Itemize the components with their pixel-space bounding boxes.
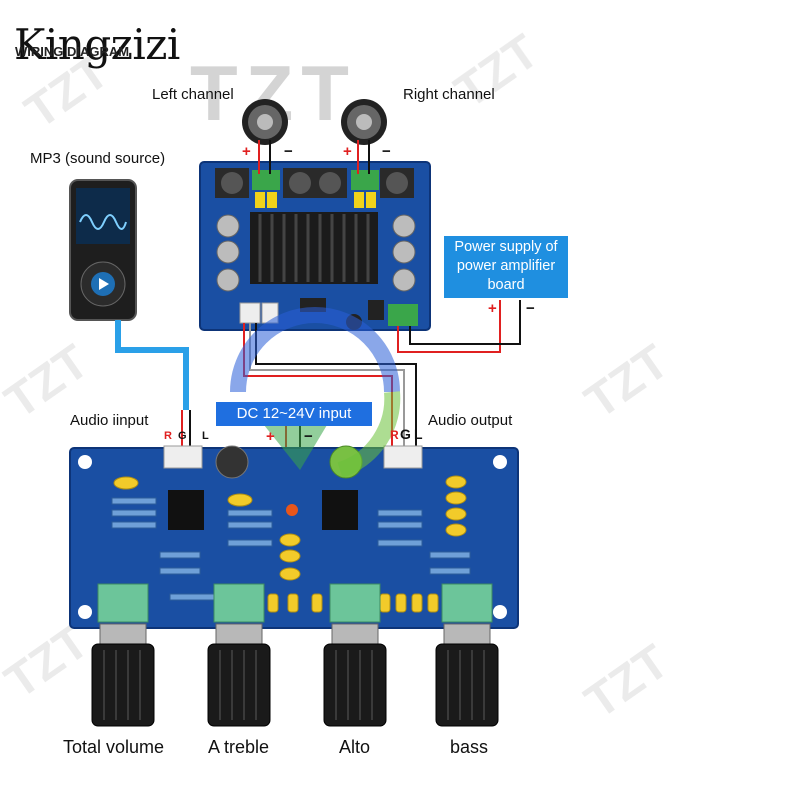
right-minus-sign: −	[382, 143, 391, 160]
knob-label-alto: Alto	[339, 737, 371, 757]
capacitor-group	[216, 214, 416, 292]
left-speaker-terminal	[252, 170, 280, 190]
inductor-group	[215, 168, 414, 198]
bass-potentiometer	[441, 583, 493, 623]
alto-potentiometer	[329, 583, 381, 623]
input-connector	[163, 445, 203, 469]
alto-knob[interactable]	[323, 643, 387, 727]
dc-input-box: DC 12~24V input	[216, 402, 372, 426]
heatsink	[250, 212, 378, 284]
knob-label-volume: Total volume	[63, 737, 165, 757]
treble-knob[interactable]	[207, 643, 271, 727]
left-speaker	[242, 99, 288, 145]
ic-chip	[168, 490, 204, 530]
power-supply-box: Power supply of power amplifier board	[444, 236, 568, 298]
mp3-player	[69, 179, 137, 321]
volume-potentiometer	[97, 583, 149, 623]
logo-watermark	[230, 307, 401, 478]
knob-label-treble: A treble	[208, 737, 270, 757]
bass-knob[interactable]	[435, 643, 499, 727]
right-plus-sign: +	[343, 143, 352, 160]
audio-input-label: Audio iinput	[70, 412, 149, 429]
knob-label-bass: bass	[450, 737, 489, 757]
audio-cable	[115, 320, 189, 410]
left-minus-sign: −	[284, 143, 293, 160]
input-l-marker: L	[202, 430, 209, 442]
mp3-label: MP3 (sound source)	[30, 150, 166, 167]
ic-chip	[322, 490, 358, 530]
left-channel-label: Left channel	[152, 86, 234, 103]
power-wire-negative	[409, 300, 521, 345]
power-terminal	[388, 304, 418, 326]
treble-potentiometer	[213, 583, 265, 623]
output-l-marker: L	[414, 426, 423, 442]
brand-title: Kingzizi	[14, 20, 180, 69]
audio-output-label: Audio output	[428, 412, 513, 429]
input-g-marker: G	[178, 430, 187, 442]
diagram-header: WIRING DIAGRAM	[15, 44, 130, 59]
output-r-marker: R	[390, 428, 399, 442]
volume-knob[interactable]	[91, 643, 155, 727]
dc-plus-sign: +	[266, 428, 275, 445]
right-speaker-terminal	[351, 170, 379, 190]
left-plus-sign: +	[242, 143, 251, 160]
right-speaker	[341, 99, 387, 145]
right-channel-label: Right channel	[403, 86, 495, 103]
output-connector	[383, 445, 423, 469]
input-r-marker: R	[164, 430, 172, 442]
dc-minus-sign: −	[304, 428, 313, 445]
output-g-marker: G	[400, 426, 411, 442]
power-minus-sign: −	[526, 300, 535, 317]
power-plus-sign: +	[488, 300, 497, 317]
power-wire-positive	[397, 300, 501, 353]
